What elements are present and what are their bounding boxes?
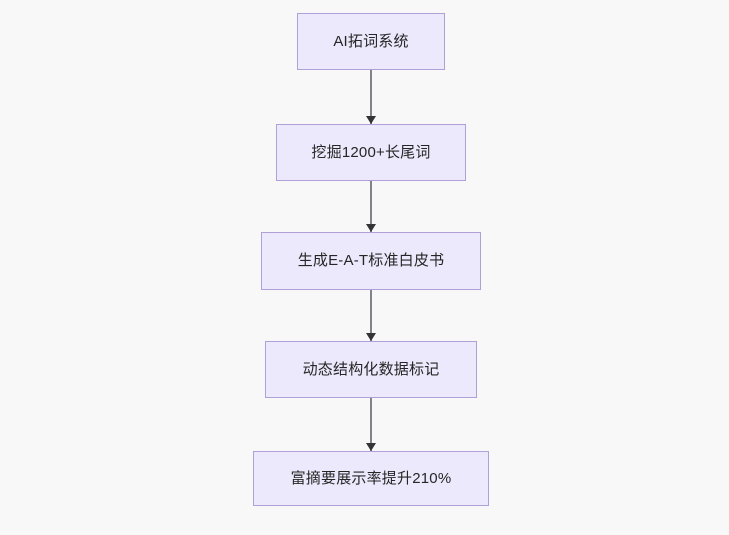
node-label: 富摘要展示率提升210% (290, 469, 452, 487)
flowchart-node-mine-longtail-keywords[interactable]: 挖掘1200+长尾词 (276, 124, 466, 181)
edge-line (370, 70, 372, 124)
flowchart-node-dynamic-structured-data-markup[interactable]: 动态结构化数据标记 (265, 341, 477, 398)
arrowhead-down-icon (366, 116, 376, 124)
flowchart-node-rich-snippet-rate-increase[interactable]: 富摘要展示率提升210% (253, 451, 489, 506)
arrowhead-down-icon (366, 443, 376, 451)
node-label: 生成E-A-T标准白皮书 (297, 252, 445, 269)
node-label: 动态结构化数据标记 (302, 360, 440, 378)
edge-line (370, 398, 372, 451)
node-label: 挖掘1200+长尾词 (311, 143, 431, 161)
flowchart-node-ai-keyword-system[interactable]: AI拓词系统 (297, 13, 445, 70)
edge-line (370, 290, 372, 341)
edge-line (370, 181, 372, 232)
node-label: AI拓词系统 (333, 32, 409, 50)
arrowhead-down-icon (366, 333, 376, 341)
flowchart-node-generate-eat-whitepaper[interactable]: 生成E-A-T标准白皮书 (261, 232, 481, 290)
arrowhead-down-icon (366, 224, 376, 232)
